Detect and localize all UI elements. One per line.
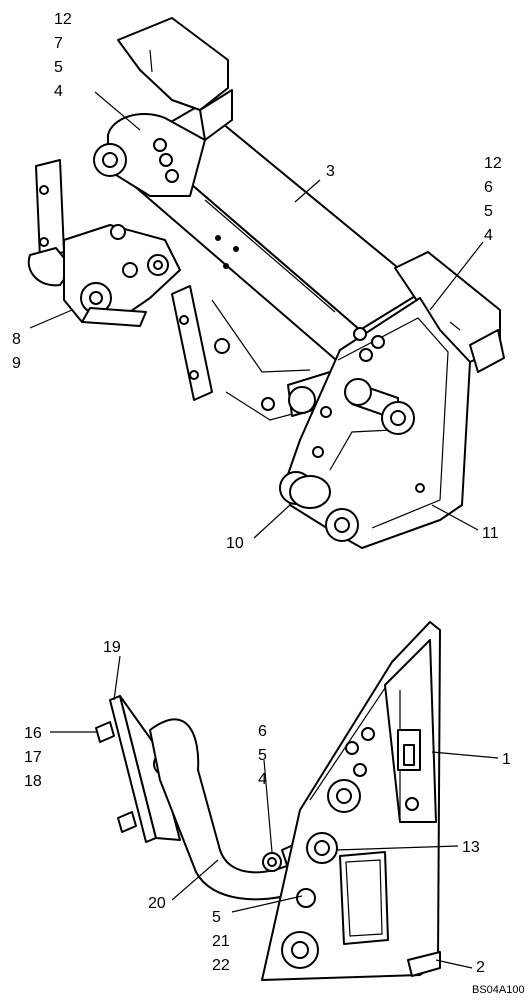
figure-code: BS04A100	[472, 984, 525, 996]
callout-5: 5	[212, 909, 221, 926]
crossbar	[131, 104, 426, 373]
callout-17: 17	[24, 749, 42, 766]
callout-6: 6	[258, 723, 267, 740]
callout-10: 10	[226, 535, 244, 552]
callout-4: 4	[258, 771, 267, 788]
callout-5: 5	[258, 747, 267, 764]
callout-6: 6	[484, 179, 493, 196]
callout-22: 22	[212, 957, 230, 974]
callout-4: 4	[54, 83, 63, 100]
callout-11: 11	[482, 525, 499, 542]
left-upper-plate	[93, 17, 233, 197]
callout-21: 21	[212, 933, 230, 950]
callout-16: 16	[24, 725, 42, 742]
lower-leader-lines	[50, 655, 499, 969]
side-bracket	[261, 621, 441, 981]
upper-callouts: 12 7 5 4 3 12 6 5 4 8 9 10 11	[12, 11, 502, 552]
lower-callouts: 19 16 17 18 6 5 4 1 13 20 5 21 22 2	[24, 639, 511, 976]
callout-19: 19	[103, 639, 121, 656]
upper-assembly: 12 7 5 4 3 12 6 5 4 8 9 10 11	[12, 11, 505, 552]
callout-12: 12	[484, 155, 502, 172]
left-linkage	[63, 224, 181, 327]
callout-1: 1	[502, 751, 511, 768]
lower-assembly: 19 16 17 18 6 5 4 1 13 20 5 21 22 2	[24, 621, 511, 981]
callout-3: 3	[326, 163, 335, 180]
callout-5: 5	[54, 59, 63, 76]
callout-18: 18	[24, 773, 42, 790]
callout-12: 12	[54, 11, 72, 28]
callout-2: 2	[476, 959, 485, 976]
callout-4: 4	[484, 227, 493, 244]
callout-20: 20	[148, 895, 166, 912]
right-bracket	[279, 251, 505, 549]
upper-leader-lines	[29, 91, 484, 539]
left-side-plate	[27, 159, 73, 287]
callout-8: 8	[12, 331, 21, 348]
callout-5: 5	[484, 203, 493, 220]
callout-13: 13	[462, 839, 480, 856]
callout-7: 7	[54, 35, 63, 52]
callout-9: 9	[12, 355, 21, 372]
